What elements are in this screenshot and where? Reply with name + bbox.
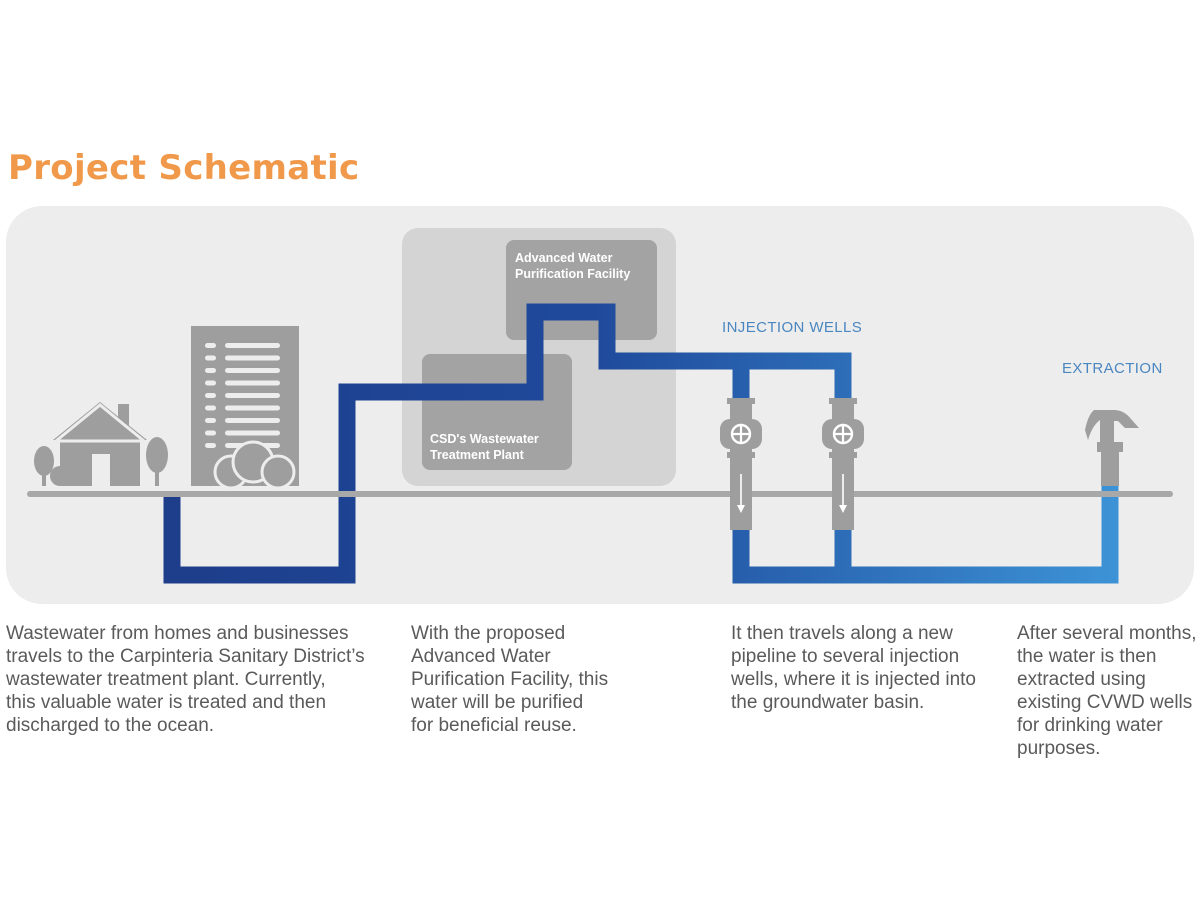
flow-arrow-head bbox=[737, 505, 745, 513]
building-window bbox=[225, 393, 280, 398]
building-window bbox=[205, 393, 216, 398]
main-pipeline bbox=[163, 303, 852, 584]
well-collar bbox=[829, 452, 857, 458]
tree-icon bbox=[146, 437, 168, 486]
well-collar bbox=[727, 398, 755, 404]
groundwater-pipeline bbox=[732, 361, 1119, 584]
building-window bbox=[225, 368, 280, 373]
shrub-icon bbox=[213, 440, 296, 490]
page-title: Project Schematic bbox=[8, 148, 360, 188]
building-window bbox=[205, 380, 216, 386]
building-window bbox=[205, 443, 216, 448]
step-4-description: After several months, the water is then … bbox=[1017, 623, 1197, 759]
building-window bbox=[225, 355, 280, 361]
building-window bbox=[205, 355, 216, 361]
csd-plant-label-line: CSD's Wastewater bbox=[430, 432, 539, 446]
extraction-label: EXTRACTION bbox=[1062, 360, 1163, 377]
injection-wells-label: INJECTION WELLS bbox=[722, 319, 862, 336]
building-window bbox=[225, 380, 280, 386]
building-window bbox=[205, 343, 216, 348]
house-roof-edge bbox=[51, 403, 149, 443]
injection-well bbox=[822, 398, 864, 530]
step-1-description: Wastewater from homes and businesses tra… bbox=[6, 623, 365, 736]
awpf-label: Advanced Water Purification Facility bbox=[515, 251, 630, 281]
injection-well bbox=[720, 398, 762, 530]
step-3-description: It then travels along a new pipeline to … bbox=[731, 623, 976, 713]
extraction-well-icon bbox=[1085, 410, 1139, 486]
building-window bbox=[225, 418, 280, 423]
step-2-description: With the proposed Advanced Water Purific… bbox=[411, 623, 609, 736]
shrub-icon bbox=[50, 466, 80, 486]
building-window bbox=[225, 405, 280, 411]
awpf-label-line: Purification Facility bbox=[515, 267, 630, 281]
flow-arrow-head bbox=[839, 505, 847, 513]
building-window bbox=[225, 430, 280, 436]
building-window bbox=[205, 430, 216, 436]
building-window bbox=[205, 405, 216, 411]
building-window bbox=[205, 368, 216, 373]
tree-icon bbox=[34, 446, 54, 486]
house-door bbox=[92, 454, 110, 486]
building-window bbox=[225, 343, 280, 348]
csd-plant-label-line: Treatment Plant bbox=[430, 448, 525, 462]
well-collar bbox=[829, 398, 857, 404]
csd-plant-label: CSD's Wastewater Treatment Plant bbox=[430, 432, 542, 462]
building-window bbox=[205, 418, 216, 423]
well-collar bbox=[727, 452, 755, 458]
awpf-label-line: Advanced Water bbox=[515, 251, 613, 265]
